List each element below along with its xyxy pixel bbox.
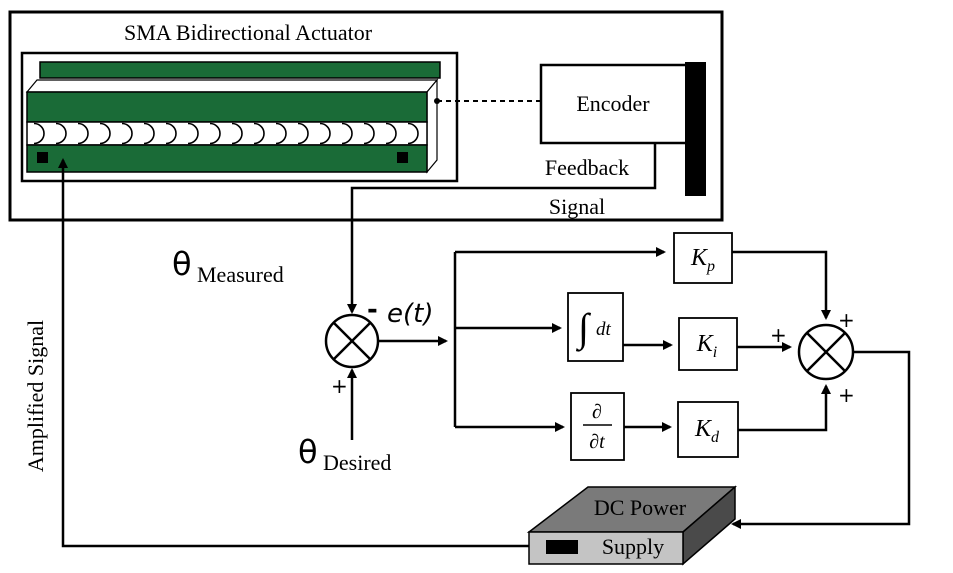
- integral-symbol: ∫: [575, 305, 592, 352]
- actuator-body-side-face: [426, 78, 438, 174]
- desired-plus-sign: +: [331, 374, 348, 398]
- spring-coil: [121, 122, 133, 145]
- actuator-inner-frame: [20, 51, 459, 183]
- feedback-label-line2: Signal: [549, 194, 605, 219]
- encoder-shaft: [685, 62, 706, 196]
- error-label: e(t): [387, 299, 433, 329]
- spring-coil: [253, 122, 265, 145]
- spring-coil: [209, 122, 221, 145]
- kp-output-line: [732, 250, 831, 320]
- integral-dt: dt: [596, 319, 612, 340]
- actuator-body-lower: [26, 144, 428, 173]
- kp-block: [673, 232, 733, 284]
- ki-block: [678, 317, 738, 371]
- actuator-outer-frame: [8, 10, 724, 222]
- error-summing-junction: [324, 313, 380, 369]
- kd-label: Kd: [694, 416, 720, 446]
- power-supply-label-line2: Supply: [602, 534, 664, 559]
- measured-minus-sign: -: [367, 295, 378, 325]
- amplified-signal-label: Amplified Signal: [23, 320, 48, 472]
- pid-summing-junction: [797, 323, 855, 381]
- pid-sum-plus-bottom: +: [838, 383, 855, 407]
- derivative-denominator: ∂t: [589, 431, 605, 453]
- theta-desired-symbol: θ: [298, 433, 318, 471]
- spring-coil: [165, 122, 177, 145]
- kd-output-line: [738, 384, 831, 432]
- spring-coil: [55, 122, 67, 145]
- spring-coil: [297, 122, 309, 145]
- spring-coil: [385, 122, 397, 145]
- kp-label: Kp: [690, 245, 715, 275]
- control-output-line: [731, 350, 911, 529]
- actuator-title: SMA Bidirectional Actuator: [124, 20, 373, 45]
- encoder-label: Encoder: [576, 91, 650, 116]
- spring-coil: [341, 122, 353, 145]
- integral-block: [567, 292, 624, 362]
- pid-sum-plus-left: +: [770, 323, 787, 347]
- derivative-numerator: ∂: [592, 401, 602, 423]
- spring-coil: [187, 122, 199, 145]
- spring-coil: [319, 122, 331, 145]
- encoder-link-dot: [434, 98, 440, 104]
- actuator-terminal-left: [37, 152, 48, 163]
- sma-actuator: [20, 51, 459, 183]
- ki-label: Ki: [696, 331, 717, 361]
- theta-measured-symbol: θ: [172, 245, 192, 283]
- spring-coil: [33, 122, 45, 145]
- spring-coil: [275, 122, 287, 145]
- spring-coil: [231, 122, 243, 145]
- feedback-line: [347, 143, 657, 314]
- actuator-top-plate: [39, 61, 441, 79]
- actuator-spring-channel: [26, 121, 428, 146]
- amplified-signal-line: [58, 158, 529, 548]
- derivative-block: [570, 392, 625, 461]
- encoder-box: [539, 63, 691, 145]
- pid-sum-plus-top: +: [838, 308, 855, 332]
- sma-spring: [33, 122, 419, 145]
- feedback-label-line1: Feedback: [545, 155, 629, 180]
- spring-coil: [143, 122, 155, 145]
- theta-desired-subscript: Desired: [323, 450, 391, 475]
- spring-coil: [363, 122, 375, 145]
- actuator-terminal-right: [397, 152, 408, 163]
- spring-coil: [77, 122, 89, 145]
- spring-coil: [407, 122, 419, 145]
- actuator-body-top-face: [25, 79, 439, 93]
- dc-power-supply: [526, 485, 738, 566]
- power-supply-display: [546, 540, 578, 554]
- theta-measured-subscript: Measured: [197, 262, 284, 287]
- actuator-body-upper: [26, 91, 428, 123]
- power-supply-label-line1: DC Power: [594, 495, 687, 520]
- spring-coil: [99, 122, 111, 145]
